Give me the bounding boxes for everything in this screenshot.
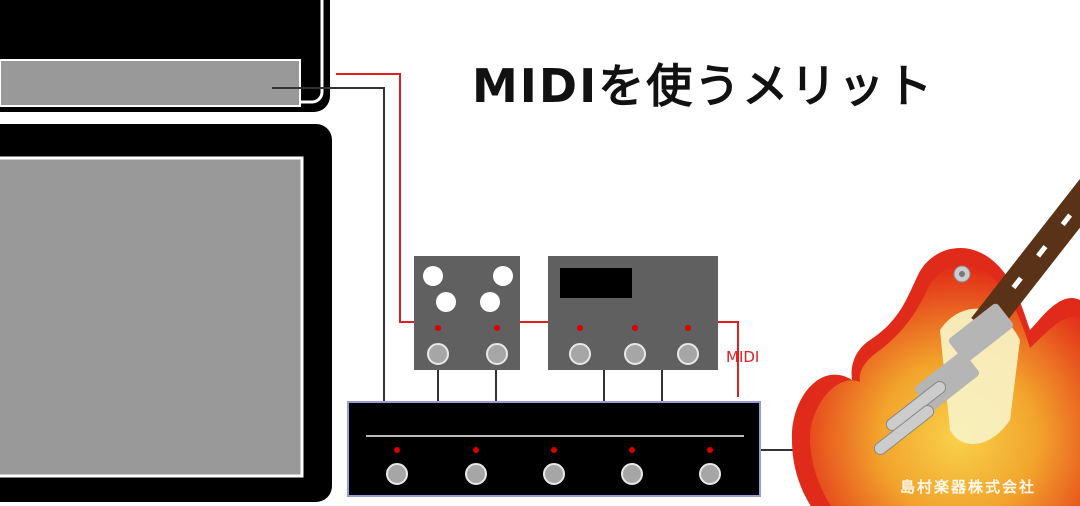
- amp-cabinet-icon: [0, 124, 332, 502]
- midi-cables: [336, 73, 739, 397]
- footswitch-icon: [624, 343, 646, 365]
- effect-pedal-icon: [414, 256, 520, 370]
- display-screen: [560, 268, 632, 298]
- multi-effect-icon: [548, 256, 718, 370]
- led-icon: [632, 325, 638, 331]
- footswitch-icon: [486, 343, 508, 365]
- led-icon: [685, 325, 691, 331]
- knob-icons: [423, 266, 513, 312]
- watermark-text: 島村楽器株式会社: [900, 478, 1037, 496]
- midi-label: MIDI: [726, 348, 760, 366]
- amp-head-icon: [0, 0, 330, 112]
- footswitch-icon: [569, 343, 591, 365]
- led-icon: [577, 325, 583, 331]
- audio-cables: [272, 87, 800, 451]
- led-icon: [494, 325, 500, 331]
- electric-guitar-icon: [791, 144, 1080, 506]
- led-icon: [435, 325, 441, 331]
- diagram-title: MIDIを使うメリット: [472, 59, 935, 113]
- footswitch-icon: [677, 343, 699, 365]
- switcher-icon: [347, 401, 761, 497]
- footswitch-icon: [427, 343, 449, 365]
